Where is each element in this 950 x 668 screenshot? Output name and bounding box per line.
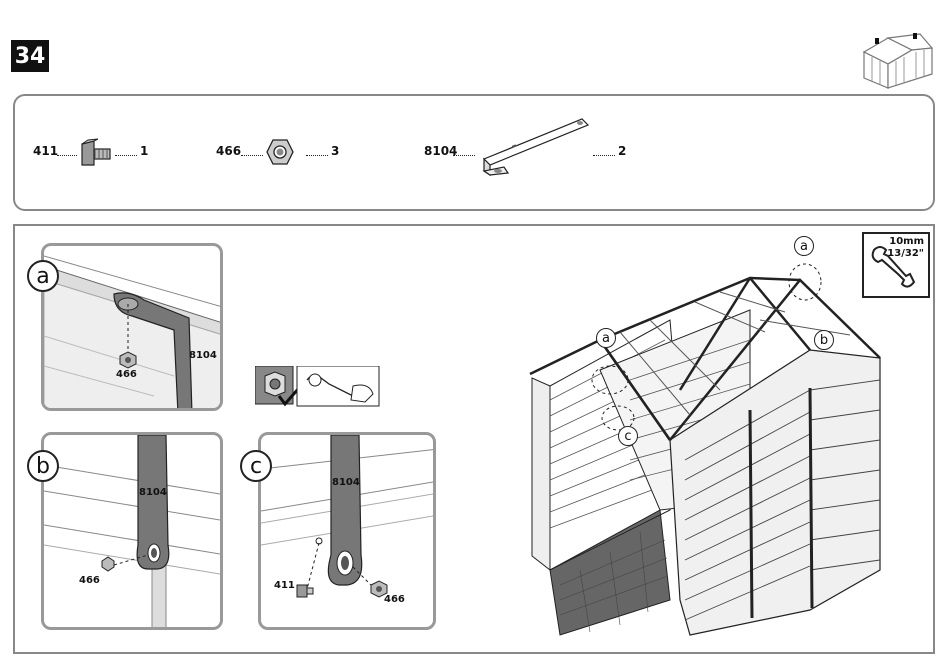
shed-callout-c: c [618,426,638,446]
leader-dots [593,155,615,156]
detail-b-panel [41,432,223,630]
tighten-instruction-icon [255,366,381,408]
detail-b-nut-label: 466 [79,575,100,586]
shed-callout-a-top: a [794,236,814,256]
leader-dots [306,155,328,156]
detail-b-callout: b [27,450,59,482]
detail-a-bar-label: 8104 [189,350,217,361]
leader-dots [115,155,137,156]
detail-c-nut-label: 466 [384,594,405,605]
hex-nut-icon [265,137,295,167]
detail-a-nut-label: 466 [116,369,137,380]
shed-callout-b: b [814,330,834,350]
detail-b-bar-label: 8104 [139,487,167,498]
leader-dots [241,155,263,156]
leader-dots [57,155,77,156]
part-qty-411: 1 [140,144,148,158]
shed-callout-a-left: a [596,328,616,348]
detail-c-bar-label: 8104 [332,477,360,488]
part-code-411: 411 [33,144,58,158]
part-qty-8104: 2 [618,144,626,158]
step-number: 34 [11,40,49,72]
detail-c-panel [258,432,436,630]
part-qty-466: 3 [331,144,339,158]
detail-c-callout: c [240,450,272,482]
leader-dots [453,155,475,156]
detail-c-drawing [261,435,436,630]
detail-b-drawing [44,435,223,630]
bracket-bar-icon [478,115,590,185]
shed-assembly-drawing [520,240,900,640]
shed-thumbnail-icon [858,30,936,92]
part-code-466: 466 [216,144,241,158]
detail-c-bolt-label: 411 [274,580,295,591]
detail-a-callout: a [27,260,59,292]
detail-a-drawing [44,246,223,411]
bolt-icon [78,138,114,168]
detail-a-panel [41,243,223,411]
parts-list-panel [13,94,935,211]
